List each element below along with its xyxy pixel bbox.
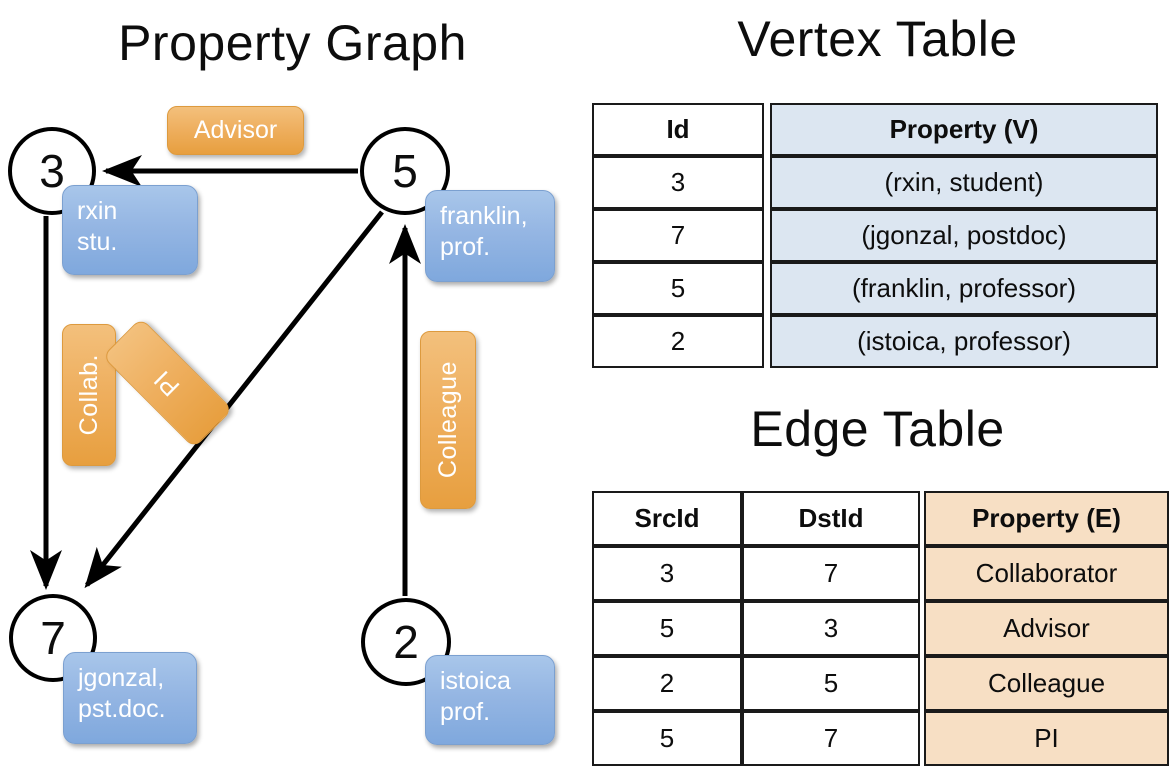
table-row[interactable]: 5 7 PI xyxy=(592,711,1169,766)
edge-row-1-dst: 3 xyxy=(742,601,920,656)
vertex-row-0-property: (rxin, student) xyxy=(770,156,1158,209)
edge-table-column-gap xyxy=(920,711,924,766)
edge-row-0-property: Collaborator xyxy=(924,546,1169,601)
graph-node-2-label: 2 xyxy=(393,616,419,668)
edge-table-header-srcid: SrcId xyxy=(592,491,742,546)
vertex-row-2-property: (franklin, professor) xyxy=(770,262,1158,315)
vertex-table: Id Property (V) 3 (rxin, student) 7 (jgo… xyxy=(592,103,1158,368)
vertex-table-column-gap xyxy=(764,156,770,209)
vertex-table-column-gap xyxy=(764,315,770,368)
edge-label-advisor: Advisor xyxy=(167,106,304,155)
edge-row-1-property: Advisor xyxy=(924,601,1169,656)
property-graph-diagram: 3 5 7 2 rxin stu. franklin, prof. jgonza… xyxy=(0,0,585,760)
table-row[interactable]: 3 (rxin, student) xyxy=(592,156,1158,209)
edge-row-2-src: 2 xyxy=(592,656,742,711)
edge-table-header-dstid: DstId xyxy=(742,491,920,546)
node-2-property-line2: prof. xyxy=(440,697,491,726)
node-3-property-callout: rxin stu. xyxy=(62,185,198,275)
node-2-property-line1: istoica xyxy=(440,667,511,695)
edge-label-advisor-text: Advisor xyxy=(193,116,278,144)
graph-node-2[interactable]: 2 xyxy=(361,598,451,686)
table-row[interactable]: 2 (istoica, professor) xyxy=(592,315,1158,368)
edge-table-header-property: Property (E) xyxy=(924,491,1169,546)
graph-node-5[interactable]: 5 xyxy=(360,127,450,215)
node-7-property-line2: pst.doc. xyxy=(78,694,166,723)
edge-label-collab: Collab. xyxy=(62,324,116,466)
edge-label-colleague: Colleague xyxy=(420,331,476,509)
node-3-property-line1: rxin xyxy=(77,197,118,225)
graph-node-3-label: 3 xyxy=(39,145,65,197)
page-title-vertex-table: Vertex Table xyxy=(737,11,1018,67)
edge-table: SrcId DstId Property (E) 3 7 Collaborato… xyxy=(592,491,1169,766)
node-7-property-callout: jgonzal, pst.doc. xyxy=(63,652,197,744)
table-row[interactable]: 2 5 Colleague xyxy=(592,656,1169,711)
node-5-property-line1: franklin, xyxy=(440,202,528,230)
edge-row-0-src: 3 xyxy=(592,546,742,601)
edge-label-collab-text: Collab. xyxy=(74,354,103,436)
edge-label-colleague-text: Colleague xyxy=(433,361,462,479)
edge-row-3-dst: 7 xyxy=(742,711,920,766)
edge-row-3-property: PI xyxy=(924,711,1169,766)
table-row[interactable]: 5 3 Advisor xyxy=(592,601,1169,656)
vertex-row-1-id: 7 xyxy=(592,209,764,262)
vertex-row-1-property: (jgonzal, postdoc) xyxy=(770,209,1158,262)
table-row[interactable]: 7 (jgonzal, postdoc) xyxy=(592,209,1158,262)
node-7-property-line1: jgonzal, xyxy=(78,664,165,692)
edge-row-0-dst: 7 xyxy=(742,546,920,601)
edge-table-column-gap xyxy=(920,546,924,601)
table-row[interactable]: 3 7 Collaborator xyxy=(592,546,1169,601)
edge-table-header-row: SrcId DstId Property (E) xyxy=(592,491,1169,546)
edge-row-3-src: 5 xyxy=(592,711,742,766)
page-title-edge-table: Edge Table xyxy=(750,401,1005,457)
edge-table-column-gap xyxy=(920,601,924,656)
edge-label-pi-text: PI xyxy=(148,365,186,402)
page-title-property-graph: Property Graph xyxy=(118,15,467,71)
vertex-table-header-id: Id xyxy=(592,103,764,156)
edge-table-column-gap xyxy=(920,656,924,711)
vertex-table-column-gap xyxy=(764,103,770,156)
table-row[interactable]: 5 (franklin, professor) xyxy=(592,262,1158,315)
node-5-property-line2: prof. xyxy=(440,232,491,261)
edge-row-2-property: Colleague xyxy=(924,656,1169,711)
edge-5-to-7-pi xyxy=(84,210,384,589)
edge-row-2-dst: 5 xyxy=(742,656,920,711)
node-5-property-callout: franklin, prof. xyxy=(425,190,555,282)
vertex-row-2-id: 5 xyxy=(592,262,764,315)
edge-row-1-src: 5 xyxy=(592,601,742,656)
vertex-table-header-row: Id Property (V) xyxy=(592,103,1158,156)
node-3-property-line2: stu. xyxy=(77,227,118,256)
vertex-row-0-id: 3 xyxy=(592,156,764,209)
vertex-row-3-property: (istoica, professor) xyxy=(770,315,1158,368)
vertex-table-column-gap xyxy=(764,209,770,262)
graph-node-7-label: 7 xyxy=(40,612,66,664)
edge-table-column-gap xyxy=(920,491,924,546)
graph-node-5-label: 5 xyxy=(392,145,418,197)
node-2-property-callout: istoica prof. xyxy=(425,655,555,745)
vertex-table-column-gap xyxy=(764,262,770,315)
vertex-table-header-property: Property (V) xyxy=(770,103,1158,156)
vertex-row-3-id: 2 xyxy=(592,315,764,368)
graph-edges-svg xyxy=(30,155,421,596)
